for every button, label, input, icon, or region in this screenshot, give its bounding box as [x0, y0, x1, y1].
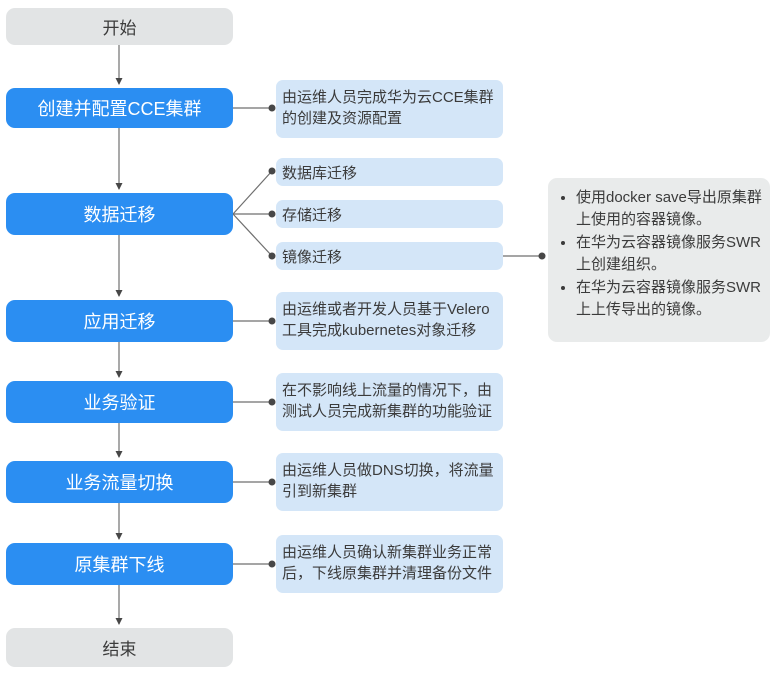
step-node-old-cluster-offline: 原集群下线	[6, 543, 233, 585]
step-node-traffic-switch: 业务流量切换	[6, 461, 233, 503]
desc-box-service-verification: 在不影响线上流量的情况下，由测试人员完成新集群的功能验证	[276, 373, 503, 431]
desc-box-traffic-switch: 由运维人员做DNS切换，将流量引到新集群	[276, 453, 503, 511]
step-node-data-migration: 数据迁移	[6, 193, 233, 235]
step-node-create-cce-cluster: 创建并配置CCE集群	[6, 88, 233, 128]
note-item: 在华为云容器镜像服务SWR上上传导出的镜像。	[576, 277, 762, 321]
desc-box-app-migration: 由运维或者开发人员基于Velero工具完成kubernetes对象迁移	[276, 292, 503, 350]
desc-box-create-cce-cluster: 由运维人员完成华为云CCE集群的创建及资源配置	[276, 80, 503, 138]
step-node-app-migration: 应用迁移	[6, 300, 233, 342]
note-bullet-list: 使用docker save导出原集群上使用的容器镜像。 在华为云容器镜像服务SW…	[560, 187, 762, 321]
note-box-image-migration: 使用docker save导出原集群上使用的容器镜像。 在华为云容器镜像服务SW…	[548, 178, 770, 342]
start-node: 开始	[6, 8, 233, 45]
note-item: 使用docker save导出原集群上使用的容器镜像。	[576, 187, 762, 231]
sub-box-database-migration: 数据库迁移	[276, 158, 503, 186]
sub-box-image-migration: 镜像迁移	[276, 242, 503, 270]
step-node-service-verification: 业务验证	[6, 381, 233, 423]
sub-box-storage-migration: 存储迁移	[276, 200, 503, 228]
end-node: 结束	[6, 628, 233, 667]
note-item: 在华为云容器镜像服务SWR上创建组织。	[576, 232, 762, 276]
desc-box-old-cluster-offline: 由运维人员确认新集群业务正常后，下线原集群并清理备份文件	[276, 535, 503, 593]
